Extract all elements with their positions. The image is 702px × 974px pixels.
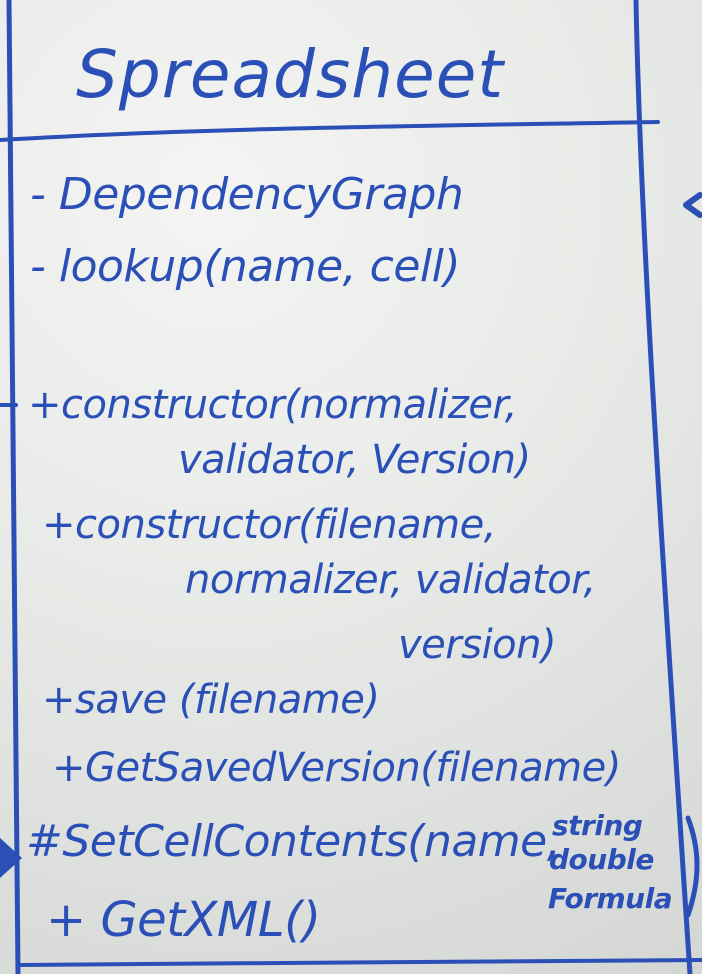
- type-note-double: double: [549, 843, 654, 876]
- left-arrowhead: [0, 838, 22, 878]
- member-lookup: - lookup(name, cell): [30, 241, 461, 292]
- method-get-saved-version: +GetSavedVersion(filename): [52, 745, 621, 791]
- member-dependency-graph: - DependencyGraph: [30, 169, 464, 220]
- box-left-border: [6, 0, 21, 974]
- method-constructor-2: +constructor(filename,: [42, 502, 496, 548]
- type-note-string: string: [552, 809, 643, 842]
- header-divider: [0, 120, 660, 142]
- box-right-border: [633, 0, 693, 974]
- method-constructor-1-cont: validator, Version): [178, 437, 531, 483]
- type-note-formula: Formula: [548, 882, 673, 915]
- box-bottom-border: [18, 958, 702, 967]
- type-note-bracket: [685, 815, 700, 918]
- method-set-cell-contents: #SetCellContents(name,: [26, 816, 561, 867]
- method-constructor-2-cont: normalizer, validator,: [185, 557, 596, 603]
- method-save: +save (filename): [42, 677, 380, 723]
- right-arrow-tick: [683, 192, 702, 218]
- method-constructor-2-end: version): [398, 622, 557, 668]
- class-name: Spreadsheet: [76, 36, 505, 113]
- method-get-xml: + GetXML(): [46, 892, 321, 948]
- method-constructor-1: +constructor(normalizer,: [28, 382, 517, 428]
